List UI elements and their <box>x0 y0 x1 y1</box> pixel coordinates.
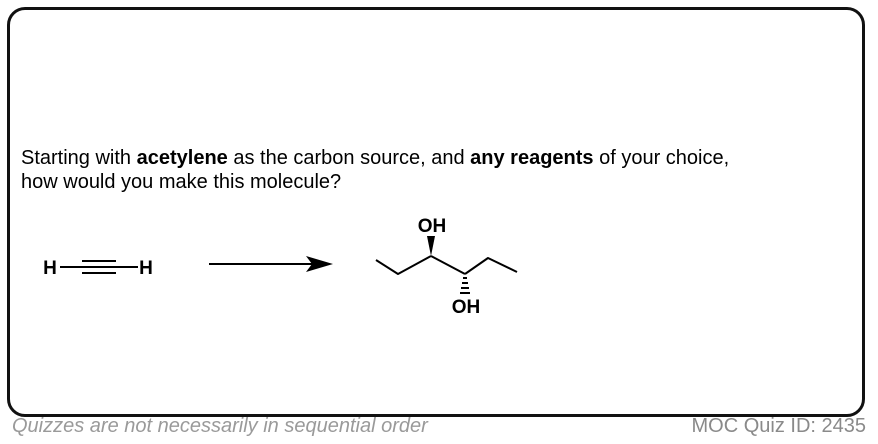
quiz-card <box>7 7 865 417</box>
oh-top-label: OH <box>418 216 447 237</box>
footer-disclaimer: Quizzes are not necessarily in sequentia… <box>12 415 428 437</box>
carbon-chain-right <box>464 257 518 275</box>
hashed-bond <box>460 277 470 294</box>
question-part2: as the carbon source, and <box>227 147 471 169</box>
reaction-arrow <box>209 256 333 272</box>
acetylene-structure: H H <box>43 258 153 279</box>
question-part3: of your choice, <box>593 147 730 169</box>
question-bold-acetylene: acetylene <box>136 147 228 169</box>
question-line2: how would you make this molecule? <box>21 171 342 193</box>
acetylene-h-right: H <box>139 258 153 279</box>
question-text: Starting with acetylene as the carbon so… <box>21 146 841 194</box>
reaction-arrow-head <box>306 256 333 272</box>
quiz-id-label: MOC Quiz ID: 2435 <box>691 415 866 437</box>
question-bold-reagents: any reagents <box>470 147 594 169</box>
bond-c3-c4 <box>430 255 466 275</box>
oh-bottom-label: OH <box>452 297 481 318</box>
acetylene-h-left: H <box>43 258 57 279</box>
carbon-chain-left <box>375 255 432 275</box>
product-structure: OH OH <box>375 216 518 318</box>
question-part1: Starting with <box>21 147 137 169</box>
wedge-bond <box>427 236 435 256</box>
